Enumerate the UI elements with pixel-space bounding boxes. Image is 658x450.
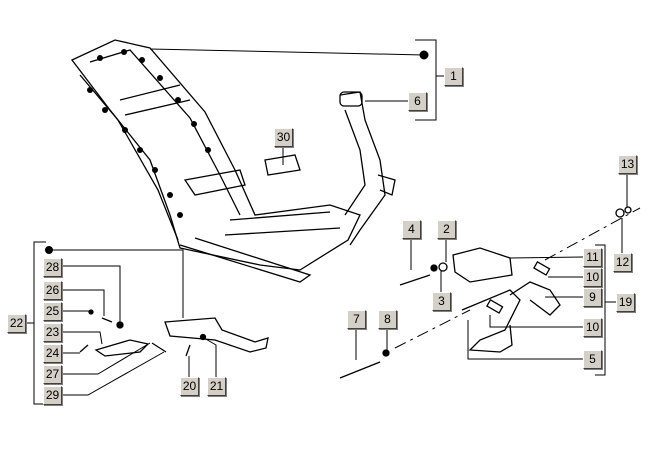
- callout-8[interactable]: 8: [378, 310, 397, 329]
- callout-28[interactable]: 28: [43, 258, 62, 277]
- frame-part-drawing: [70, 39, 396, 283]
- callout-10-upper[interactable]: 10: [583, 268, 602, 287]
- callout-20[interactable]: 20: [180, 377, 199, 396]
- callout-21[interactable]: 21: [207, 377, 226, 396]
- callout-3[interactable]: 3: [432, 292, 451, 311]
- callout-1[interactable]: 1: [444, 67, 463, 86]
- callout-24[interactable]: 24: [43, 344, 62, 363]
- callout-29[interactable]: 29: [43, 386, 62, 405]
- callout-5[interactable]: 5: [583, 350, 602, 369]
- callout-19[interactable]: 19: [616, 293, 635, 312]
- leader-lines: [25, 39, 628, 405]
- callout-11[interactable]: 11: [583, 248, 602, 267]
- callout-26[interactable]: 26: [43, 281, 62, 300]
- callout-25[interactable]: 25: [43, 302, 62, 321]
- callout-22[interactable]: 22: [7, 314, 26, 333]
- callout-12[interactable]: 12: [613, 253, 632, 272]
- callout-13[interactable]: 13: [618, 155, 637, 174]
- side-stand-drawing: [79, 309, 269, 357]
- callout-2[interactable]: 2: [437, 220, 456, 239]
- callout-6[interactable]: 6: [408, 92, 427, 111]
- callout-4[interactable]: 4: [402, 220, 421, 239]
- callout-23[interactable]: 23: [43, 323, 62, 342]
- callout-10-lower[interactable]: 10: [583, 318, 602, 337]
- callout-7[interactable]: 7: [347, 310, 366, 329]
- centre-stand-drawing: [339, 206, 632, 379]
- callout-27[interactable]: 27: [43, 365, 62, 384]
- callout-9[interactable]: 9: [583, 288, 602, 307]
- callout-30[interactable]: 30: [274, 128, 293, 147]
